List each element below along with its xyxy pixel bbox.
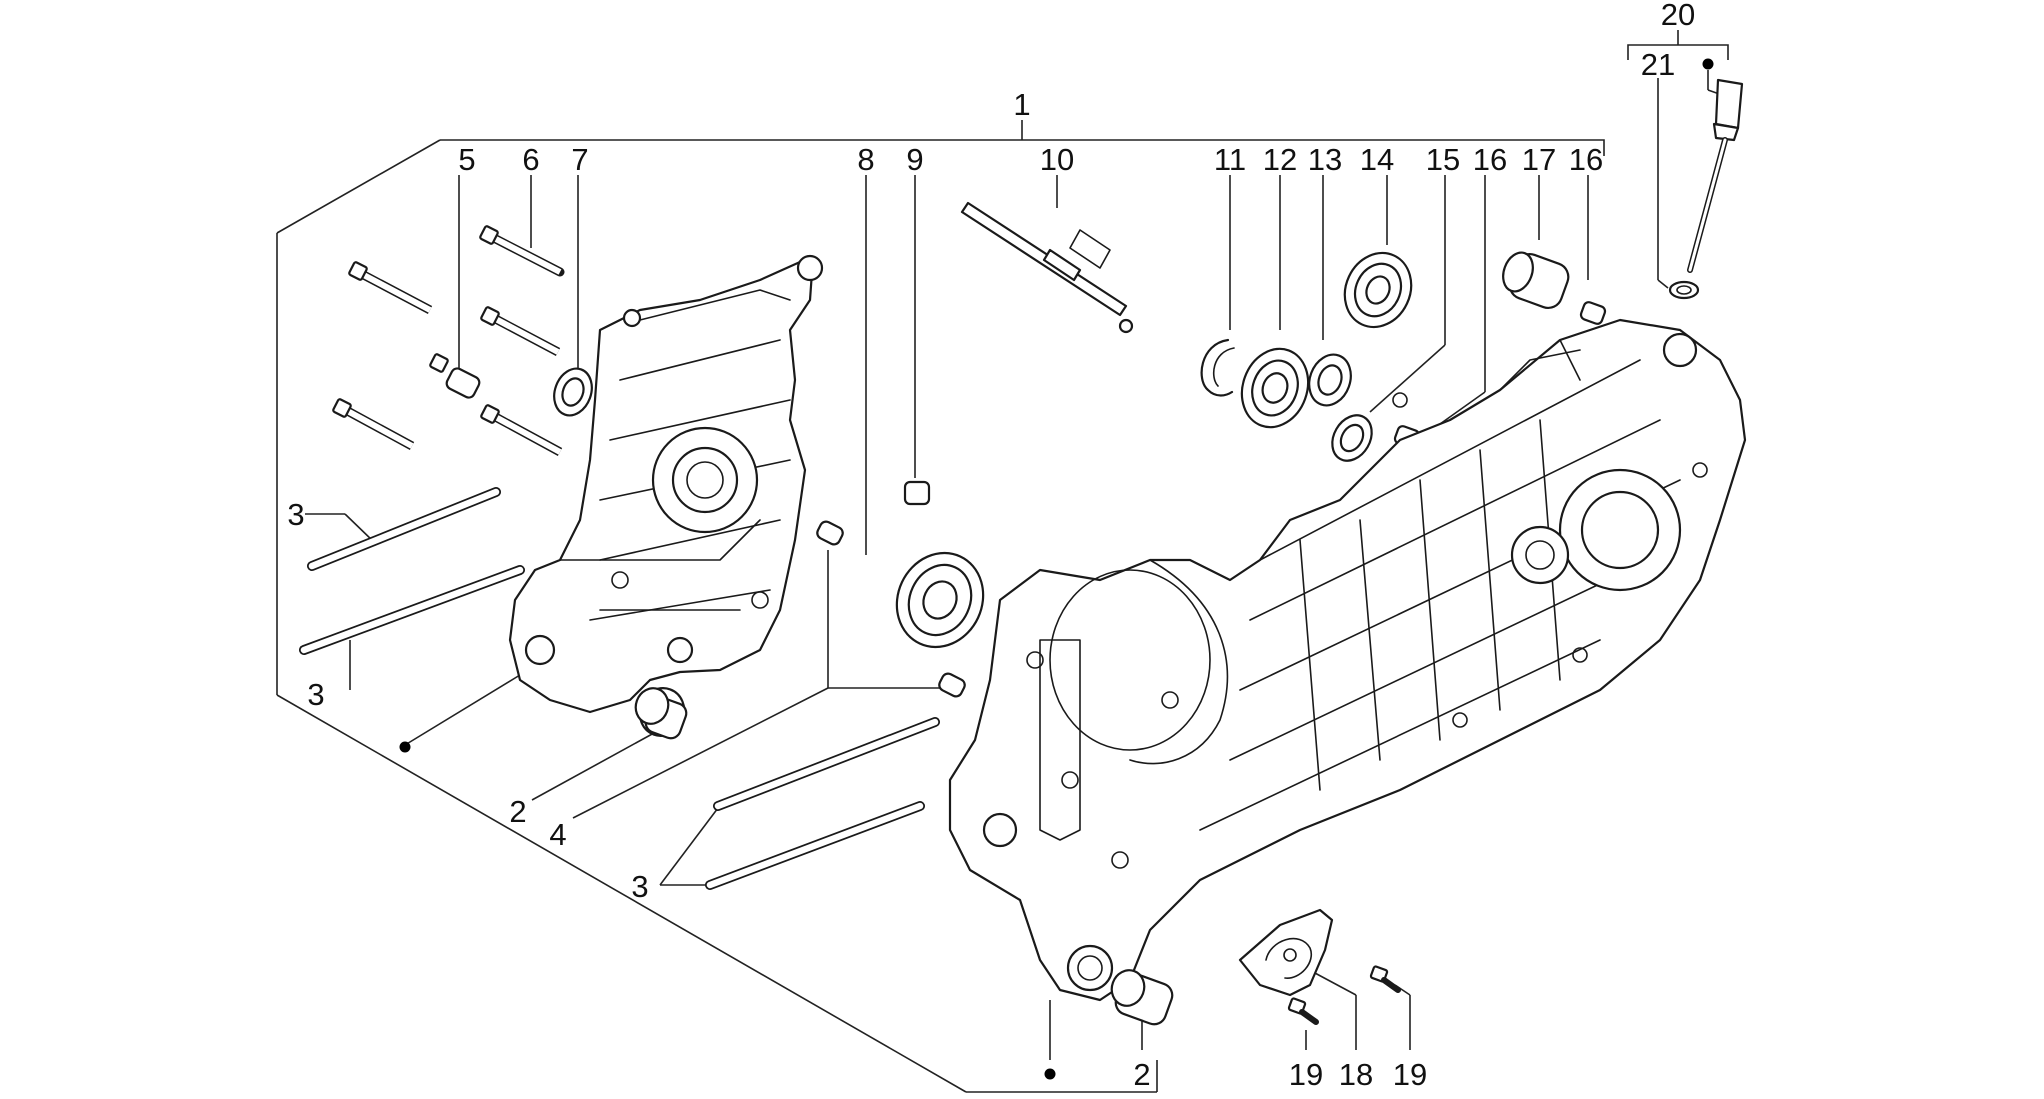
bolt-4: [332, 398, 415, 450]
callout-10: 10: [1040, 142, 1074, 177]
bolt-2: [348, 261, 433, 314]
callout-20: 20: [1661, 0, 1695, 32]
callout-2-bottom: 2: [1133, 1057, 1150, 1092]
callout-21: 21: [1641, 47, 1675, 82]
stud-group: [299, 487, 940, 890]
callout-8: 8: [857, 142, 874, 177]
washer-21: [1668, 280, 1700, 300]
marker-dot-left: [399, 741, 411, 753]
shaft-10: [960, 201, 1134, 334]
callout-16-first: 16: [1473, 142, 1507, 177]
dowel-4: [816, 520, 966, 698]
callout-3-bottom: 3: [631, 869, 648, 904]
assembly-bracket-lines: [276, 30, 1729, 1093]
screw-19-right: [1369, 965, 1401, 993]
stud-upper-left: [307, 487, 501, 571]
oil-seal-7: [553, 367, 593, 417]
circlip-11: [1200, 338, 1235, 397]
bush-2-left: [634, 687, 688, 740]
callout-3-upper-left: 3: [287, 497, 304, 532]
callout-13: 13: [1308, 142, 1342, 177]
callout-9: 9: [906, 142, 923, 177]
callout-19-right: 19: [1393, 1057, 1427, 1092]
seal-15: [1331, 414, 1373, 462]
marker-dot-top: [1702, 58, 1714, 70]
bearing-14: [1343, 251, 1413, 329]
callout-17: 17: [1522, 142, 1556, 177]
left-crankcase-half: [508, 254, 824, 714]
bolt-5: [480, 404, 563, 456]
callout-3-lower-left: 3: [307, 677, 324, 712]
bolt-1: [479, 225, 565, 277]
dipstick-20: [1687, 78, 1744, 273]
callout-labels: 1 5 6 7 8 9 10 11 12 13 14 15 16 17 16 2…: [287, 0, 1695, 1092]
callout-16-second: 16: [1569, 142, 1603, 177]
cover-plate-18: [1238, 908, 1334, 997]
stud-bottom-lower: [705, 801, 925, 890]
stud-lower-left: [299, 565, 525, 655]
callout-5: 5: [458, 142, 475, 177]
bolt-group: [332, 225, 565, 456]
callout-19-left: 19: [1289, 1057, 1323, 1092]
bush-2-bottom: [1110, 969, 1174, 1026]
callout-14: 14: [1360, 142, 1394, 177]
dowel-pin-5: [429, 353, 481, 399]
stud-bottom-upper: [713, 717, 940, 811]
callout-4: 4: [549, 817, 566, 852]
right-crankcase-half: [948, 318, 1747, 1002]
leader-lines: [305, 70, 1726, 1060]
bearing-13: [1308, 353, 1352, 407]
callout-12: 12: [1263, 142, 1297, 177]
bush-9: [903, 480, 931, 506]
bush-17: [1502, 251, 1570, 310]
callout-18: 18: [1339, 1057, 1373, 1092]
bearing-8: [895, 551, 985, 649]
screw-19-left: [1287, 997, 1319, 1025]
callout-7: 7: [571, 142, 588, 177]
callout-1: 1: [1013, 87, 1030, 122]
bearing-12: [1240, 347, 1310, 429]
callout-11: 11: [1214, 142, 1246, 177]
callout-15: 15: [1426, 142, 1460, 177]
callout-2-left: 2: [509, 794, 526, 829]
callout-6: 6: [522, 142, 539, 177]
marker-dot-bottom: [1044, 1068, 1056, 1080]
bolt-3: [480, 306, 561, 356]
